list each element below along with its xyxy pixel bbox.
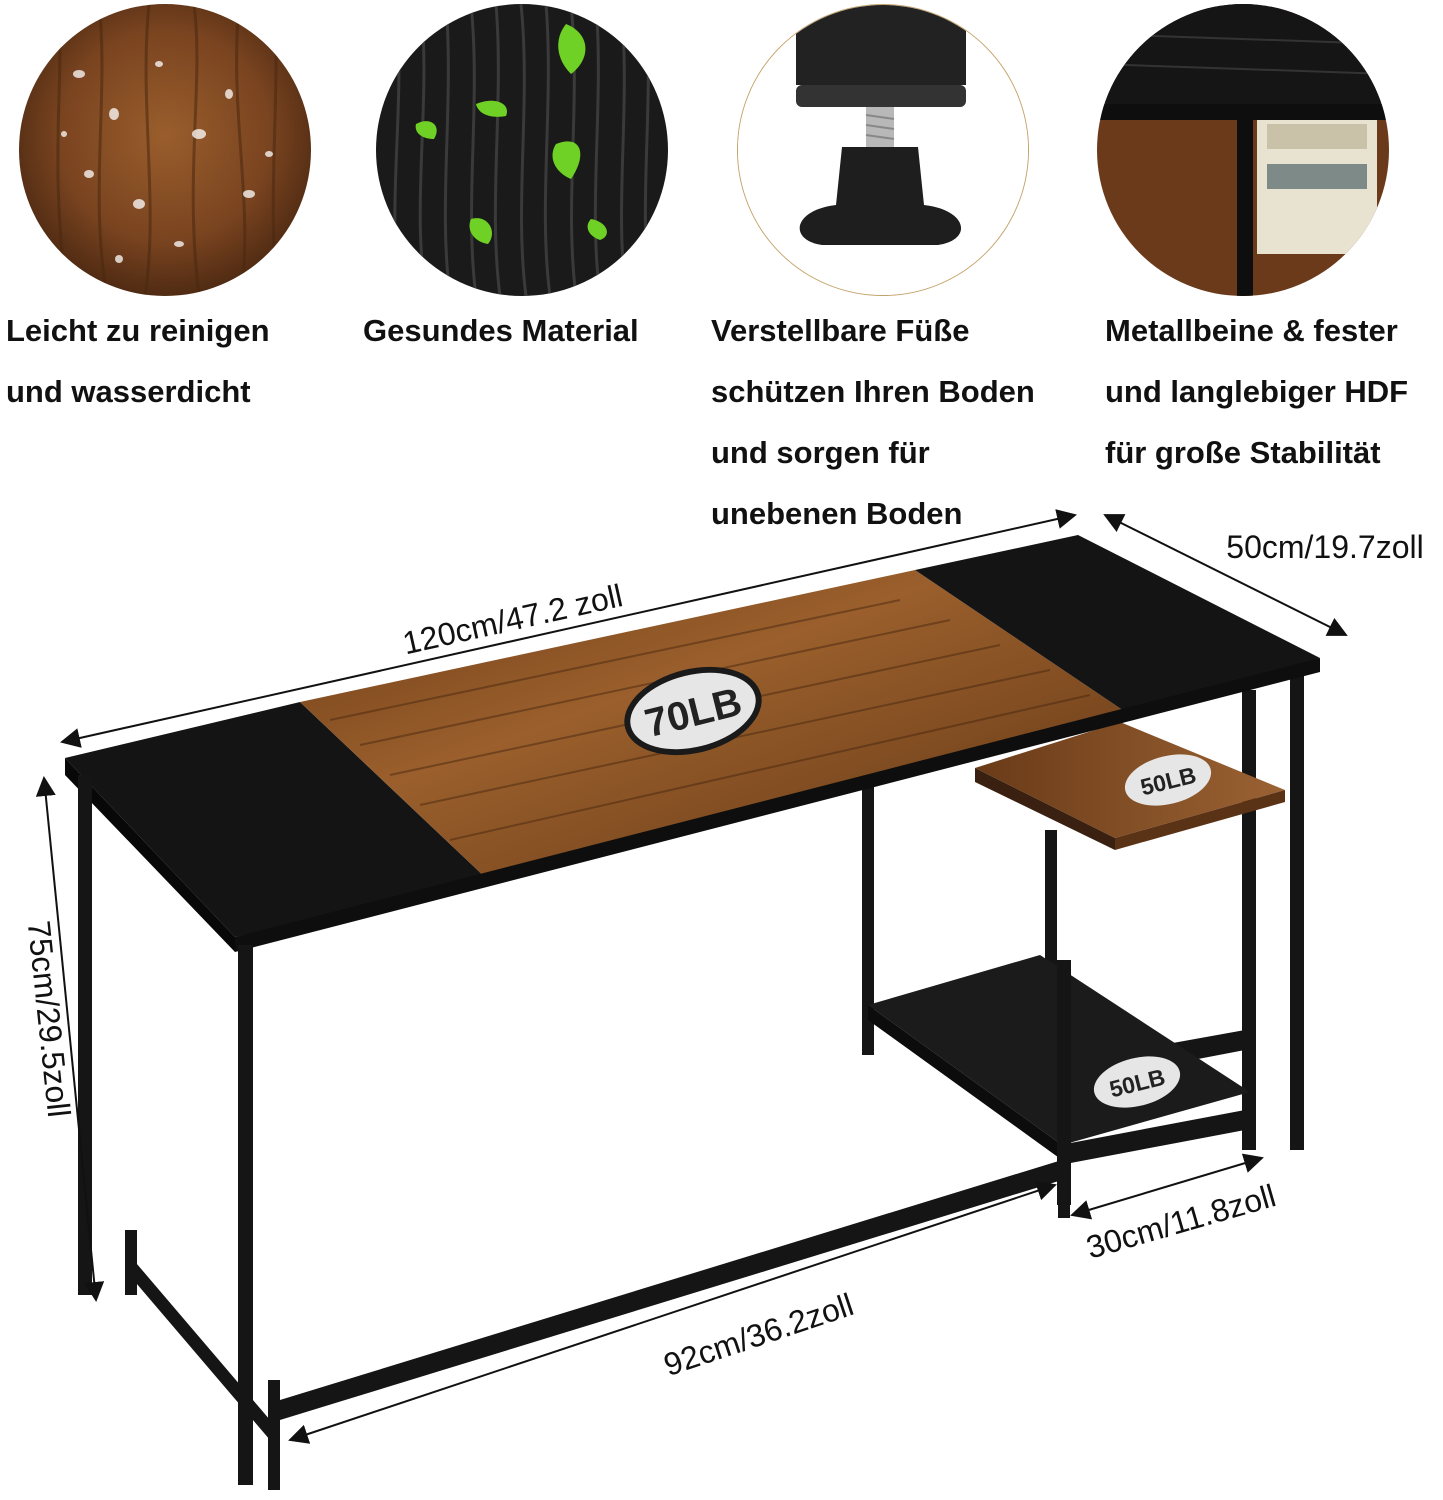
inner-width-arrow [288, 1181, 1057, 1444]
bottom-shelf-load-badge: 50LB [1093, 1056, 1181, 1108]
black-grain-image [376, 4, 668, 296]
foot-photo [737, 4, 1029, 296]
feature-caption-line: und langlebiger HDF [1105, 374, 1409, 409]
feature-caption-line: für große Stabilität [1105, 435, 1381, 470]
dimension-arrows [35, 509, 1348, 1444]
shelf-width-label: 30cm/11.8zoll [1082, 1177, 1279, 1265]
inner-width-label: 92cm/36.2zoll [659, 1286, 858, 1383]
depth-arrow [1103, 514, 1348, 636]
width-arrow [60, 509, 1077, 748]
height-arrow [35, 776, 105, 1302]
depth-label: 50cm/19.7zoll [1226, 529, 1423, 565]
feature-caption-line: und sorgen für [711, 435, 930, 470]
feature-caption-line: schützen Ihren Boden [711, 374, 1035, 409]
middle-shelf-load-badge: 50LB [1124, 754, 1212, 806]
shelf-width-arrow [1070, 1153, 1264, 1220]
feature-caption-4: Metallbeine & fester und langlebiger HDF… [1105, 300, 1408, 483]
feature-caption-1: Leicht zu reinigen und wasserdicht [6, 300, 270, 422]
leaf-icons [415, 24, 607, 244]
feature-caption-line: Metallbeine & fester [1105, 313, 1398, 348]
feature-caption-2: Gesundes Material [363, 300, 639, 361]
feature-caption-line: Verstellbare Füße [711, 313, 970, 348]
adjustable-foot-image [738, 5, 1028, 295]
wood-texture-image [19, 4, 311, 296]
feature-caption-line: Gesundes Material [363, 313, 639, 348]
feature-caption-line: und wasserdicht [6, 374, 251, 409]
feature-caption-line: Leicht zu reinigen [6, 313, 270, 348]
material-photo [376, 4, 668, 296]
wood-texture-photo [19, 4, 311, 296]
